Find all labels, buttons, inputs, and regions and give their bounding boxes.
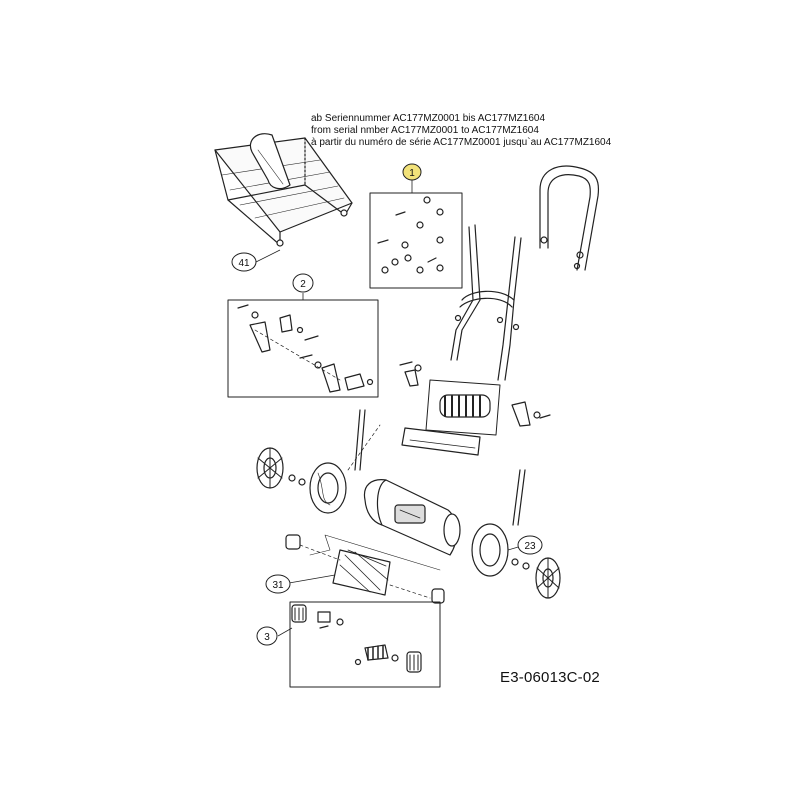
serial-line-german: ab Seriennummer AC177MZ0001 bis AC177MZ1… xyxy=(311,113,546,124)
callout-3: 3 xyxy=(256,626,278,646)
height-adjust-box xyxy=(227,299,379,398)
callout-2: 2 xyxy=(292,273,314,293)
handle-top xyxy=(539,165,600,271)
serial-range-header: ab Seriennummer AC177MZ0001 bis AC177MZ1… xyxy=(311,113,611,149)
callout-23-label: 23 xyxy=(524,541,536,552)
callout-2-label: 2 xyxy=(300,279,306,290)
grass-catcher xyxy=(214,133,353,247)
left-wheels xyxy=(256,447,347,514)
handle-lower-frame xyxy=(450,224,522,381)
front-roller xyxy=(399,361,551,436)
drawing-code: E3-06013C-02 xyxy=(500,669,600,686)
cutting-reel xyxy=(285,534,445,604)
callout-3-label: 3 xyxy=(264,632,270,643)
serial-line-french: à partir du numéro de série AC177MZ0001 … xyxy=(311,137,612,148)
drive-gear-box xyxy=(289,601,441,688)
hardware-kit-box xyxy=(369,192,463,289)
serial-line-english: from serial nmber AC177MZ0001 to AC177MZ… xyxy=(311,125,539,136)
callout-1: 1 xyxy=(402,163,422,181)
callout-31: 31 xyxy=(265,574,291,594)
callout-41: 41 xyxy=(231,252,257,272)
callout-41-label: 41 xyxy=(238,258,250,269)
callout-23: 23 xyxy=(517,535,543,555)
bottom-blade xyxy=(347,409,526,526)
callout-31-label: 31 xyxy=(272,580,284,591)
mower-housing xyxy=(363,479,461,556)
right-wheels xyxy=(471,523,561,599)
callout-1-label: 1 xyxy=(409,168,415,179)
